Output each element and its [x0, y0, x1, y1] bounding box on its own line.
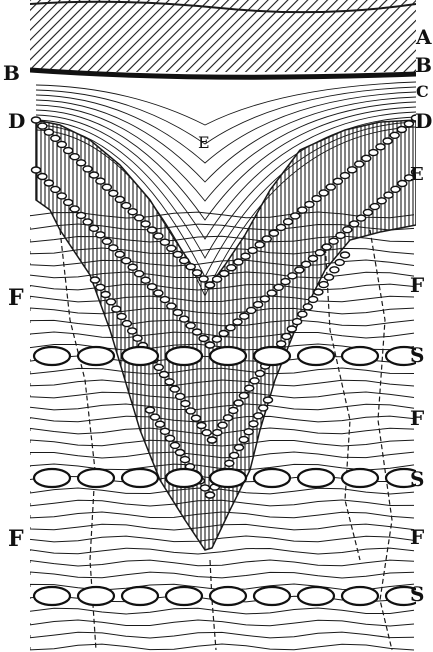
- label-c: C: [416, 82, 429, 101]
- label-d-left: D: [8, 109, 25, 133]
- label-b-right: B: [415, 53, 432, 77]
- label-s-1: S: [410, 343, 424, 367]
- label-f-left-1: F: [8, 285, 24, 311]
- label-f-right-1: F: [410, 273, 424, 297]
- label-e-center: E: [198, 133, 210, 152]
- label-s-3: S: [410, 582, 424, 606]
- label-f-right-2: F: [410, 406, 424, 430]
- label-s-2: S: [410, 467, 424, 491]
- label-f-left-2: F: [8, 526, 24, 552]
- label-a: A: [415, 25, 432, 49]
- label-b-left: B: [3, 61, 20, 85]
- label-d-right: D: [415, 109, 432, 133]
- label-e-right: E: [410, 164, 424, 185]
- label-f-right-3: F: [410, 525, 424, 549]
